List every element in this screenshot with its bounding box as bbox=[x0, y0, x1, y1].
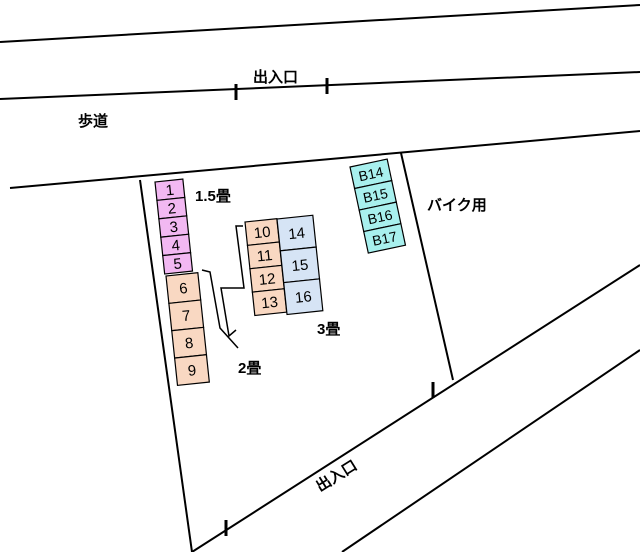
unit-11: 11 bbox=[246, 241, 283, 270]
bracket-3jo-left bbox=[220, 225, 245, 338]
unit-number: 3 bbox=[169, 219, 179, 237]
unit-number: 1 bbox=[165, 182, 175, 200]
unit-9: 9 bbox=[173, 354, 210, 387]
unit-5: 5 bbox=[162, 252, 194, 275]
road-edge-bottom bbox=[341, 349, 640, 552]
unit-15: 15 bbox=[279, 246, 321, 284]
unit-number: 2 bbox=[167, 200, 177, 218]
unit-13: 13 bbox=[251, 288, 288, 317]
unit-number: B16 bbox=[366, 206, 394, 227]
unit-number: 4 bbox=[171, 237, 181, 255]
units-3jo-left: 10 11 12 13 bbox=[244, 217, 288, 317]
unit-box bbox=[363, 222, 407, 254]
unit-number: 5 bbox=[173, 255, 183, 273]
unit-number: B14 bbox=[357, 163, 385, 184]
bracket-2jo bbox=[201, 269, 239, 349]
bike-label: バイク用 bbox=[427, 197, 487, 214]
unit-number: 14 bbox=[287, 225, 305, 244]
sidewalk-label: 歩道 bbox=[78, 112, 108, 130]
unit-16: 16 bbox=[283, 278, 324, 316]
size-2jo-label: 2畳 bbox=[238, 360, 261, 377]
unit-12: 12 bbox=[249, 264, 285, 293]
unit-1: 1 bbox=[154, 178, 186, 202]
road-edge-upper bbox=[0, 71, 640, 100]
unit-6: 6 bbox=[165, 271, 202, 305]
unit-number: 8 bbox=[184, 335, 194, 353]
units-2jo: 6 7 8 9 bbox=[165, 271, 210, 387]
unit-number: 9 bbox=[187, 362, 197, 380]
sidewalk-edge bbox=[9, 130, 640, 189]
unit-7: 7 bbox=[168, 299, 205, 332]
unit-number: 11 bbox=[256, 247, 273, 266]
unit-number: 7 bbox=[181, 307, 191, 325]
unit-B16: B16 bbox=[358, 201, 402, 233]
lot-right-edge bbox=[400, 152, 454, 381]
entrance-top-label: 出入口 bbox=[253, 68, 298, 86]
unit-B15: B15 bbox=[353, 179, 398, 211]
unit-2: 2 bbox=[156, 196, 188, 220]
unit-box bbox=[173, 354, 210, 387]
road-edge-top bbox=[0, 4, 640, 43]
unit-B17: B17 bbox=[363, 222, 407, 254]
unit-number: B17 bbox=[371, 228, 399, 249]
unit-3: 3 bbox=[158, 215, 190, 238]
lot-bottom-edge bbox=[191, 264, 640, 552]
unit-box bbox=[283, 278, 324, 316]
unit-number: 6 bbox=[178, 280, 188, 298]
unit-number: 12 bbox=[258, 270, 276, 289]
unit-B14: B14 bbox=[349, 158, 393, 190]
unit-number: B15 bbox=[362, 185, 390, 206]
entrance-bottom-label: 出入口 bbox=[313, 456, 361, 495]
size-1-5jo-label: 1.5畳 bbox=[195, 188, 231, 205]
unit-number: 10 bbox=[253, 224, 271, 243]
unit-14: 14 bbox=[276, 214, 317, 252]
units-3jo-right: 14 15 16 bbox=[276, 214, 324, 316]
unit-number: 15 bbox=[291, 256, 309, 275]
unit-number: 13 bbox=[260, 294, 278, 313]
lot-left-edge bbox=[139, 179, 193, 552]
unit-10: 10 bbox=[244, 217, 280, 247]
unit-8: 8 bbox=[171, 326, 208, 359]
unit-box bbox=[162, 252, 194, 275]
size-3jo-label: 3畳 bbox=[317, 321, 340, 338]
unit-number: 16 bbox=[294, 288, 312, 307]
unit-4: 4 bbox=[160, 233, 192, 257]
